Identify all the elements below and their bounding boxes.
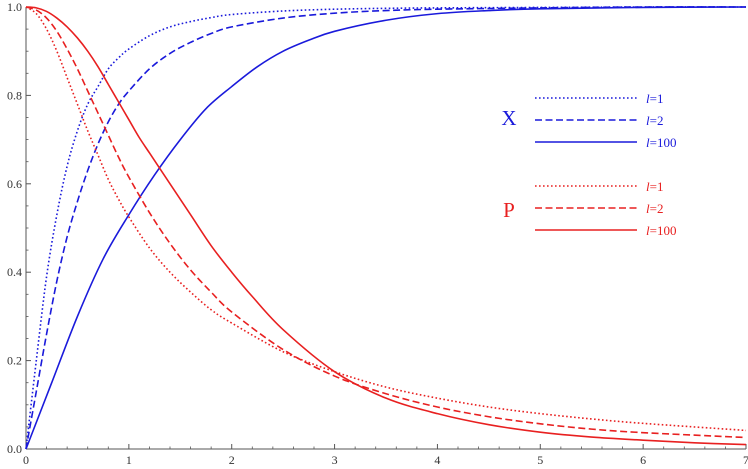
y-tick-label: 0.4 — [7, 265, 22, 279]
axes: 0 1 2 3 4 5 6 7 0.0 0.2 0.4 0.6 0.8 1.0 — [7, 0, 748, 467]
x-tick-label: 3 — [332, 453, 338, 467]
y-tick-label: 0.6 — [7, 177, 22, 191]
series-p-l-2-line — [25, 6, 747, 439]
legend-entry-label-x-l-2: l=2 — [646, 113, 663, 128]
y-tick-label: 1.0 — [7, 0, 22, 14]
y-tick-label: 0.8 — [7, 88, 22, 102]
x-tick-label: 4 — [434, 453, 440, 467]
legend-group-label-x: X — [501, 106, 516, 130]
series-x-l-2-line — [25, 6, 747, 450]
x-tick-label: 0 — [23, 453, 29, 467]
legend-entry-label-x-l-100: l=100 — [646, 135, 676, 150]
series-x-l-1-line — [25, 6, 747, 450]
legend-entry-label-p-l-100: l=100 — [646, 223, 676, 238]
x-tick-label: 7 — [743, 453, 748, 467]
plot-curves — [25, 6, 747, 450]
legend-entry-label-p-l-2: l=2 — [646, 201, 663, 216]
series-x-l-100-line — [25, 6, 747, 450]
x-tick-label: 6 — [640, 453, 646, 467]
x-tick-label: 2 — [229, 453, 235, 467]
y-tick-label: 0.2 — [7, 354, 22, 368]
x-tick-label: 5 — [537, 453, 543, 467]
legend-entry-label-p-l-1: l=1 — [646, 179, 663, 194]
series-p-l-1-line — [25, 6, 747, 432]
legend-group-label-p: P — [503, 198, 515, 222]
series-p-l-100-line — [25, 6, 747, 446]
legend-entry-label-x-l-1: l=1 — [646, 91, 663, 106]
x-tick-label: 1 — [126, 453, 132, 467]
y-tick-label: 0.0 — [7, 442, 22, 456]
